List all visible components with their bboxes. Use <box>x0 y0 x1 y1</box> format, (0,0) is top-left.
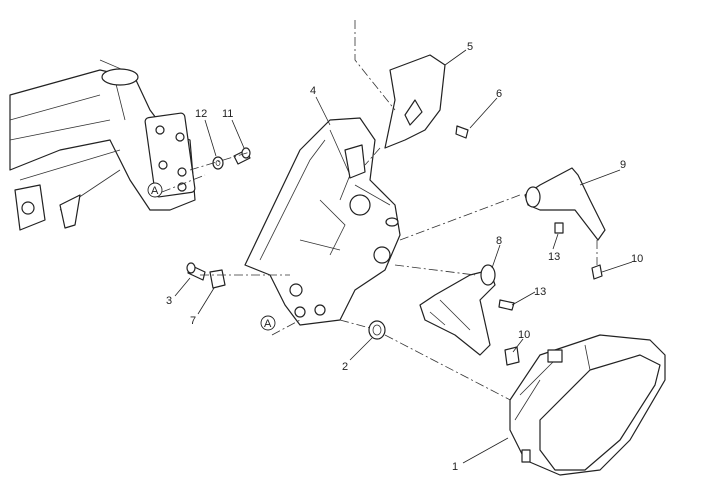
callout-10-upper: 10 <box>631 253 643 265</box>
callout-4: 4 <box>310 85 316 97</box>
reference-mark-a-support: A <box>260 315 301 336</box>
callout-12: 12 <box>195 108 207 120</box>
callout-13-upper: 13 <box>548 251 560 263</box>
callout-11: 11 <box>222 108 233 120</box>
headlight-1 <box>509 334 666 476</box>
screw-6 <box>455 125 469 139</box>
screw-3 <box>186 262 206 281</box>
bracket-8 <box>419 264 496 356</box>
screw-13-upper <box>554 222 564 234</box>
callout-5: 5 <box>467 41 473 53</box>
grommet-7 <box>209 269 226 289</box>
reference-mark-a-frame: A <box>147 174 206 198</box>
clip-10-lower <box>504 346 520 366</box>
clip-10-upper <box>591 264 603 280</box>
callout-10-lower: 10 <box>518 329 530 341</box>
washer-12 <box>212 156 224 170</box>
leader-lines <box>174 49 633 464</box>
screw-13-lower <box>498 299 515 311</box>
svg-text:A: A <box>151 185 159 197</box>
callout-7: 7 <box>190 315 196 327</box>
frame-part <box>9 59 196 231</box>
callout-3: 3 <box>166 295 172 307</box>
svg-text:A: A <box>264 318 272 330</box>
grommet-2 <box>368 320 386 340</box>
callout-8: 8 <box>496 235 502 247</box>
callout-1: 1 <box>452 461 458 473</box>
bracket-9 <box>524 167 606 241</box>
callout-9: 9 <box>620 159 626 171</box>
bolt-11 <box>233 147 251 165</box>
headlight-support-4 <box>244 117 401 326</box>
callout-13-lower: 13 <box>534 286 546 298</box>
cover-5 <box>384 54 446 149</box>
callout-6: 6 <box>496 88 502 100</box>
callout-2: 2 <box>342 361 348 373</box>
